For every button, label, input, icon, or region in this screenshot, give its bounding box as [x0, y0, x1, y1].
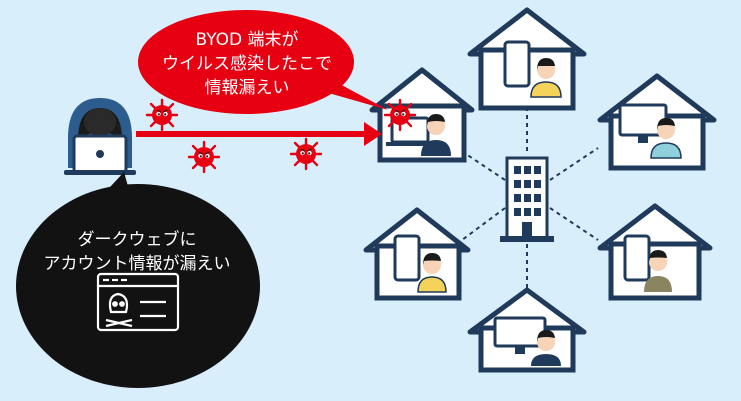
darkweb-leak-text: ダークウェブに アカウント情報が漏えい [32, 228, 242, 276]
byod-infection-text: BYOD 端末が ウイルス感染したこで 情報漏えい [152, 28, 342, 100]
darkweb-text-line: アカウント情報が漏えい [43, 254, 231, 274]
virus-icon [187, 140, 221, 174]
attack-arrow [136, 122, 382, 146]
darkweb-text-line: ダークウェブに [77, 230, 197, 250]
house-icon [363, 207, 471, 301]
byod-text-line: BYOD 端末が [195, 30, 299, 50]
hooded-hacker-icon [64, 98, 136, 175]
house-icon [597, 73, 717, 171]
office-building-icon [500, 156, 554, 242]
house-icon [467, 7, 587, 111]
byod-text-line: 情報漏えい [204, 78, 290, 98]
virus-icon [145, 98, 179, 132]
house-icon [597, 203, 713, 301]
skull-browser-window-icon [96, 272, 180, 332]
darkweb-leak-callout [16, 172, 260, 388]
byod-text-line: ウイルス感染したこで [162, 54, 332, 74]
network-connections [459, 107, 599, 290]
virus-icon [383, 98, 417, 132]
byod-infection-callout [138, 10, 388, 114]
virus-icon [289, 137, 323, 171]
house-icon [467, 287, 587, 373]
